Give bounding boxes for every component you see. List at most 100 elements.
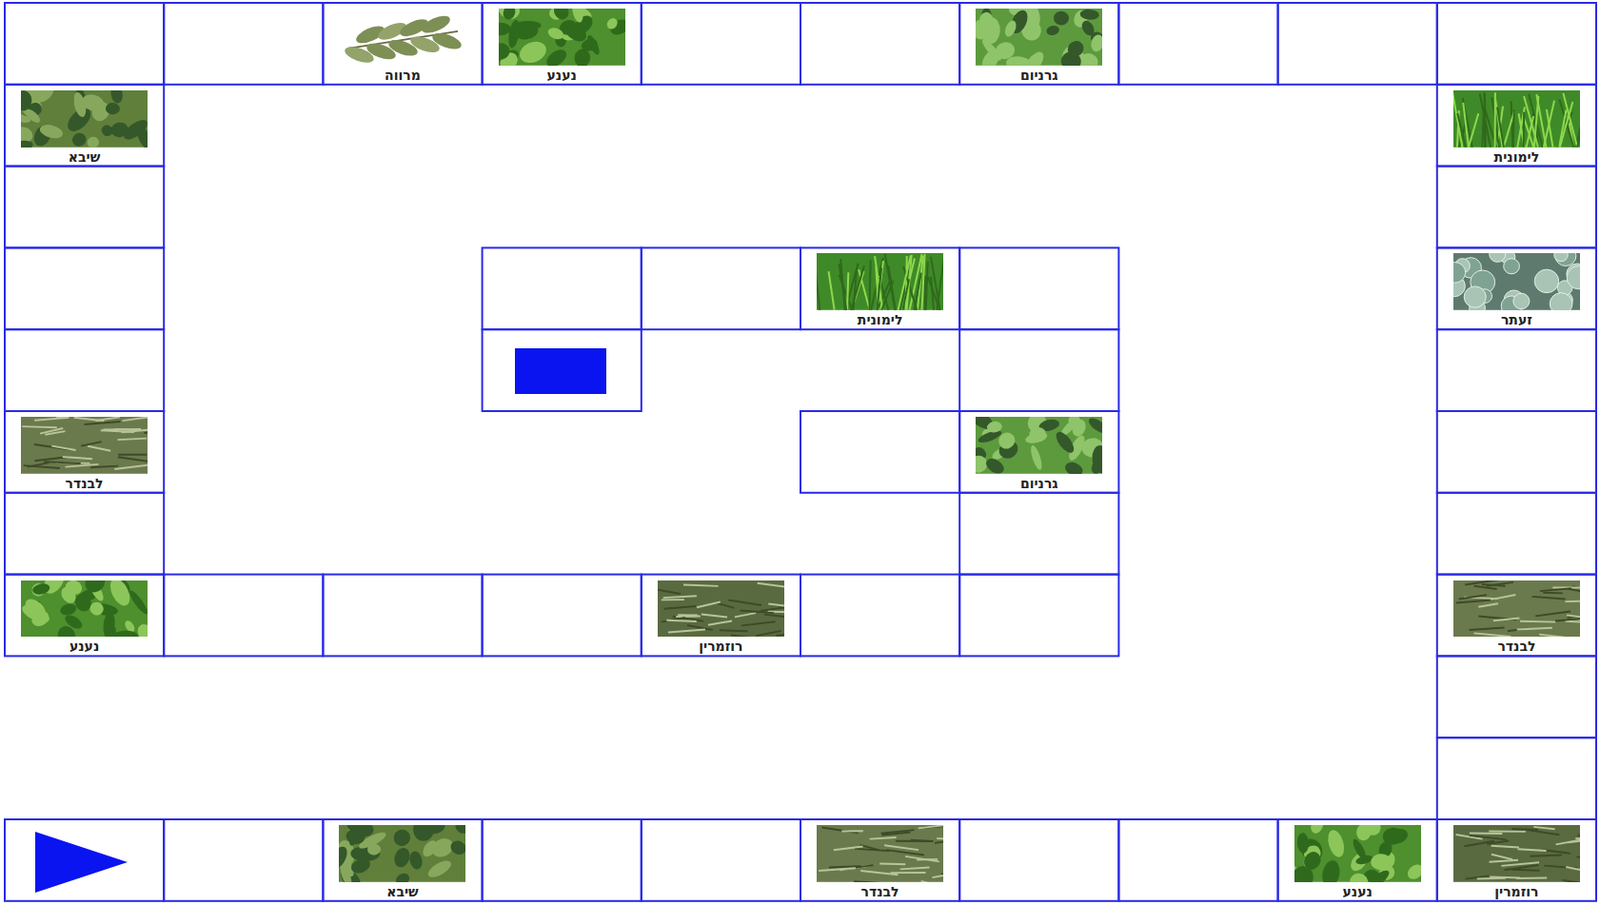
herb-name-wrap: זעתר — [1437, 312, 1597, 328]
herb-square: גרניום — [959, 411, 1119, 494]
board-cell — [1437, 737, 1597, 820]
finish-block — [514, 348, 607, 395]
herb-square: זעתר — [1437, 247, 1597, 330]
board-cell — [4, 84, 164, 167]
board-cell — [163, 2, 323, 85]
board-cell — [163, 819, 323, 902]
herb-name-wrap: שיבא — [322, 884, 482, 900]
herb-name-wrap: מרווה — [322, 67, 482, 83]
herb-name: רוזמרין — [1492, 884, 1541, 900]
herb-picture — [338, 825, 466, 883]
herb-picture — [20, 90, 148, 148]
board-cell — [4, 166, 164, 249]
herb-name: מרווה — [382, 67, 423, 83]
board-cell — [1118, 2, 1278, 85]
board-cell — [1118, 819, 1278, 902]
board-cell — [4, 247, 164, 330]
herb-picture — [975, 8, 1103, 66]
board-cell — [800, 2, 960, 85]
board-cell — [322, 819, 482, 902]
herb-name-wrap: נענע — [482, 67, 642, 83]
board-cell — [800, 574, 960, 657]
board-cell — [322, 574, 482, 657]
herb-name: זעתר — [1499, 312, 1535, 328]
herb-picture — [20, 580, 148, 638]
board-cell — [163, 574, 323, 657]
herb-name: לבנדר — [859, 884, 902, 900]
herb-square: לבנדר — [4, 411, 164, 494]
board-cell — [800, 247, 960, 330]
board-cell — [1437, 655, 1597, 738]
board-cell — [4, 819, 164, 902]
herb-name: שיבא — [66, 149, 102, 165]
herb-name-wrap: נענע — [1278, 884, 1438, 900]
board-cell — [1437, 819, 1597, 902]
herb-name-wrap: לימונית — [1437, 149, 1597, 165]
herb-picture — [816, 253, 944, 311]
herb-name-wrap: רוזמרין — [641, 638, 801, 654]
herb-name: גרניום — [1018, 67, 1061, 83]
herb-picture — [1453, 253, 1581, 311]
herb-square: נענע — [4, 574, 164, 657]
herb-picture — [816, 825, 944, 883]
herb-square: גרניום — [959, 2, 1119, 85]
board-cell — [4, 574, 164, 657]
herb-picture — [657, 580, 785, 638]
herb-name: לימונית — [855, 312, 906, 328]
herb-name-wrap: שיבא — [4, 149, 164, 165]
herb-name: גרניום — [1018, 475, 1061, 492]
board-cell — [959, 329, 1119, 412]
board-cell — [959, 819, 1119, 902]
herb-name-wrap: נענע — [4, 638, 164, 654]
board-cell — [800, 411, 960, 494]
herb-square: רוזמרין — [641, 574, 801, 657]
herb-name: נענע — [1341, 884, 1375, 900]
herb-picture — [1453, 580, 1581, 638]
herb-name: שיבא — [384, 884, 420, 900]
board-cell — [641, 574, 801, 657]
board-cell — [1437, 166, 1597, 249]
board-cell — [1437, 493, 1597, 575]
herb-name: לבנדר — [63, 475, 106, 492]
board-cell — [641, 819, 801, 902]
herb-name-wrap: לימונית — [800, 312, 960, 328]
board-cell — [959, 574, 1119, 657]
herb-name: נענע — [545, 67, 579, 83]
board-cell — [482, 329, 642, 412]
herb-square: שיבא — [4, 84, 164, 167]
board-cell — [4, 2, 164, 85]
board-cell — [800, 819, 960, 902]
herb-square: לימונית — [800, 247, 960, 330]
herb-picture — [975, 416, 1103, 475]
board-cell — [959, 493, 1119, 575]
board-cell — [482, 574, 642, 657]
herb-picture — [1453, 90, 1581, 148]
herb-square: לבנדר — [800, 819, 960, 902]
board-cell — [1437, 411, 1597, 494]
herb-name: רוזמרין — [696, 638, 745, 654]
herb-square: לימונית — [1437, 84, 1597, 167]
board-cell — [482, 819, 642, 902]
herb-picture — [338, 8, 466, 66]
herb-name: לימונית — [1492, 149, 1542, 165]
herb-picture — [498, 8, 626, 66]
board-cell — [4, 411, 164, 494]
herb-square: רוזמרין — [1437, 819, 1597, 902]
herb-name-wrap: גרניום — [959, 67, 1119, 83]
herb-name-wrap: רוזמרין — [1437, 884, 1597, 900]
herb-name: לבנדר — [1495, 638, 1538, 654]
herb-picture — [20, 416, 148, 475]
board-cell — [1437, 329, 1597, 412]
herb-square: לבנדר — [1437, 574, 1597, 657]
board-cell — [1278, 2, 1438, 85]
herb-picture — [1294, 825, 1422, 883]
herb-picture — [1453, 825, 1581, 883]
herb-name-wrap: גרניום — [959, 475, 1119, 492]
herb-square: מרווה — [322, 2, 482, 85]
board-cell — [1278, 819, 1438, 902]
herb-name-wrap: לבנדר — [1437, 638, 1597, 654]
board-cell — [4, 329, 164, 412]
herb-name: נענע — [67, 638, 101, 654]
